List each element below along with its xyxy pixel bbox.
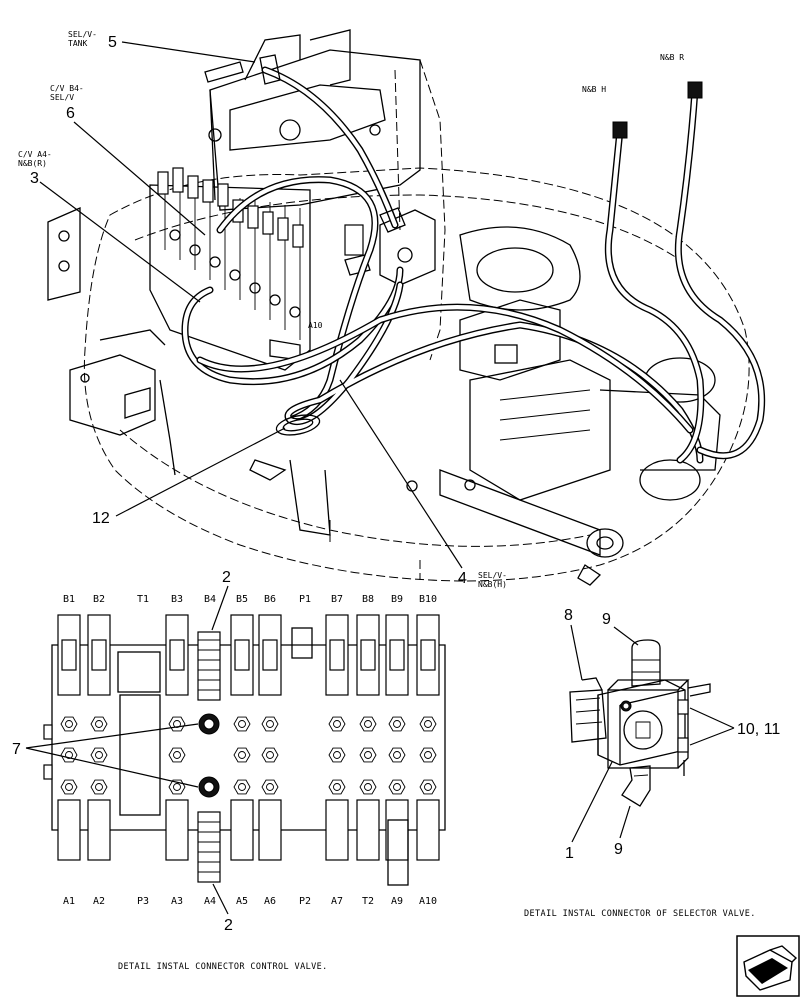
cv-top-label-9: B8 [362,594,374,605]
callout-3: C/V A4- N&B(R) 3 [18,150,201,303]
cv-bottom-label-6: A6 [264,896,276,907]
svg-text:12: 12 [92,510,110,527]
callout-2-bottom: 2 [224,917,233,934]
cv-section-0 [57,614,81,861]
cv-caption: DETAIL INSTAL CONNECTOR CONTROL VALVE. [118,962,328,972]
cv-tank-block [387,819,409,886]
cv-top-label-4: B4 [204,594,216,605]
cv-bottom-label-3: A3 [171,896,183,907]
connector-fitting-bottom [197,776,221,883]
hoses [181,54,766,464]
svg-text:N&B(H): N&B(H) [478,580,507,589]
cv-top-label-8: B7 [331,594,343,605]
callout-5: SEL/V- TANK 5 [68,30,256,63]
selector-valve-iso [344,209,436,286]
sv-caption: DETAIL INSTAL CONNECTOR OF SELECTOR VALV… [524,909,756,919]
cv-section-2 [165,614,189,861]
svg-text:3: 3 [30,170,39,187]
cv-bottom-label-0: A1 [63,896,75,907]
label-nb-r: N&B R [660,53,684,62]
svg-text:C/V B4-: C/V B4- [50,84,84,93]
svg-text:N&B(R): N&B(R) [18,159,47,168]
callout-9-bottom: 9 [614,841,623,858]
cv-top-label-5: B5 [236,594,248,605]
cv-top-label-3: B3 [171,594,183,605]
callout-2-top: 2 [222,569,231,586]
selector-valve-detail: 8 9 10, 11 1 9 DETAIL INSTAL CONNECTOR O… [524,607,780,919]
svg-text:TANK: TANK [68,39,87,48]
svg-text:SEL/V: SEL/V [50,93,74,102]
cv-top-label-0: B1 [63,594,75,605]
callout-7: 7 [12,741,21,758]
cv-bottom-label-1: A2 [93,896,105,907]
callout-6: C/V B4- SEL/V 6 [50,84,206,236]
cv-sections [51,614,446,886]
machine-assembly-drawing: A10 [47,29,766,586]
cv-top-label-10: B9 [391,594,403,605]
cv-top-labels: B1 B2 T1 B3 B4 B5 B6 P1 B7 B8 B9 B10 [63,594,437,605]
svg-text:C/V A4-: C/V A4- [18,150,52,159]
control-valve-detail: B1 B2 T1 B3 B4 B5 B6 P1 B7 B8 B9 B10 A1 A2 P3 A3 A4 A5 A6… [12,569,446,972]
cv-top-label-7: P1 [299,594,311,605]
cv-section-4 [258,614,282,861]
cv-section-6 [356,614,380,861]
cv-bottom-label-10: A9 [391,896,403,907]
cv-section-1 [87,614,111,861]
cv-bottom-label-9: T2 [362,896,374,907]
cv-section-3 [230,614,254,861]
svg-text:6: 6 [66,105,75,122]
svg-text:A10: A10 [308,321,323,330]
callout-8: 8 [564,607,573,624]
cv-section-8 [416,614,440,861]
cv-top-label-1: B2 [93,594,105,605]
cv-bottom-label-11: A10 [419,896,437,907]
cv-bottom-label-7: P2 [299,896,311,907]
svg-text:SEL/V-: SEL/V- [68,30,97,39]
cv-top-label-6: B6 [264,594,276,605]
cv-bottom-label-2: P3 [137,896,149,907]
next-page-arrow-icon[interactable] [736,935,800,997]
cv-bottom-label-5: A5 [236,896,248,907]
callout-10-11: 10, 11 [737,721,780,738]
cv-bottom-label-4: A4 [204,896,216,907]
svg-text:4: 4 [458,570,467,587]
callout-1: 1 [565,845,574,862]
callout-4: 4 SEL/V- N&B(H) [339,379,507,589]
cv-inlet-block [119,694,161,816]
cv-bottom-label-8: A7 [331,896,343,907]
svg-text:SEL/V-: SEL/V- [478,571,507,580]
connector-fitting-top [197,631,221,735]
cv-top-label-11: B10 [419,594,437,605]
svg-text:5: 5 [108,34,117,51]
callout-12: 12 [92,427,286,527]
cv-top-label-2: T1 [137,594,149,605]
label-nb-h: N&B H [582,85,606,94]
cv-section-5 [325,614,349,861]
callout-9-top: 9 [602,611,611,628]
control-valve-bank-iso: A10 [149,167,323,371]
cv-bottom-labels: A1 A2 P3 A3 A4 A5 A6 P2 A7 T2 A9 A10 [63,896,437,907]
cv-section-7 [385,614,409,861]
